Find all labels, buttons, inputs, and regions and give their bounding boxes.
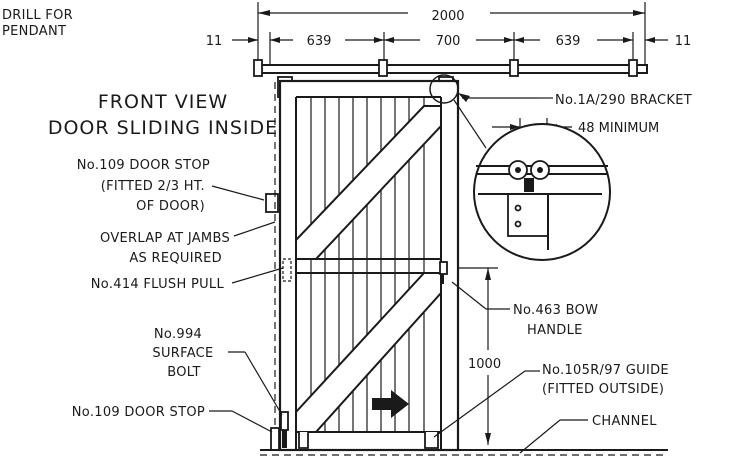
surface-bolt-label-1: No.994 — [154, 327, 202, 342]
bracket-detail-view — [473, 123, 611, 261]
top-track — [253, 59, 648, 77]
door — [277, 76, 460, 452]
view-title-2: DOOR SLIDING INSIDE — [48, 117, 278, 139]
left-end-dim: 11 — [206, 34, 223, 49]
guide-label-2: (FITTED OUTSIDE) — [542, 382, 664, 397]
right-span-dim: 639 — [556, 34, 581, 49]
surface-bolt — [280, 411, 289, 448]
door-stop-top-label-2: (FITTED 2/3 HT. — [101, 179, 205, 194]
view-title-1: FRONT VIEW — [98, 91, 228, 113]
drill-label-1: DRILL FOR — [2, 8, 73, 23]
door-stop-bottom — [270, 427, 280, 451]
left-span-dim: 639 — [307, 34, 332, 49]
handle-height-dim: 1000 — [468, 357, 501, 372]
drill-label-2: PENDANT — [2, 24, 66, 39]
channel-label: CHANNEL — [592, 414, 657, 429]
surface-bolt-label-2: SURFACE — [152, 346, 213, 361]
guide-label-1: No.105R/97 GUIDE — [542, 363, 669, 378]
door-stop-top-label-3: OF DOOR) — [136, 199, 205, 214]
sliding-direction-arrow — [372, 390, 409, 418]
bow-handle-label-1: No.463 BOW — [513, 303, 598, 318]
bow-handle — [439, 261, 448, 284]
bow-handle-label-2: HANDLE — [527, 323, 583, 338]
leader-lines — [209, 93, 588, 454]
door-stop-bottom-label: No.109 DOOR STOP — [72, 405, 205, 420]
overall-width: 2000 — [431, 9, 464, 24]
door-stop-top-label-1: No.109 DOOR STOP — [77, 158, 210, 173]
flush-pull-label: No.414 FLUSH PULL — [91, 277, 225, 292]
flush-pull — [282, 258, 292, 282]
dimension-texts: 2000 11 639 700 639 11 48 MINIMUM 1000 — [206, 9, 692, 372]
overlap-label-1: OVERLAP AT JAMBS — [100, 231, 230, 246]
overlap-label-2: AS REQUIRED — [129, 251, 222, 266]
min-clearance-dim: 48 MINIMUM — [578, 121, 659, 136]
door-stop-top — [265, 193, 279, 213]
center-span-dim: 700 — [436, 34, 461, 49]
surface-bolt-label-3: BOLT — [167, 365, 201, 380]
floor-channel — [260, 449, 668, 456]
right-end-dim: 11 — [675, 34, 692, 49]
dimension-lines — [232, 2, 668, 445]
bracket-label: No.1A/290 BRACKET — [555, 93, 692, 108]
